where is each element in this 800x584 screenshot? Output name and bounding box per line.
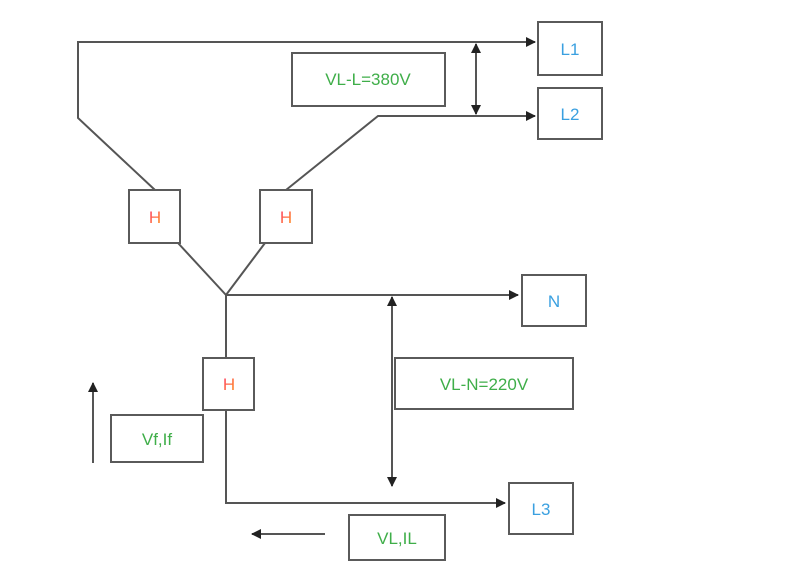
terminal-l2-label: L2 (561, 105, 580, 124)
terminal-l3-label: L3 (532, 500, 551, 519)
wire-left-heater-to-star (177, 242, 227, 296)
annotation-phase-label: Vf,If (142, 430, 173, 449)
terminal-n-label: N (548, 292, 560, 311)
heater-right: H (259, 189, 313, 244)
terminal-l1-label: L1 (561, 40, 580, 59)
terminal-n: N (521, 274, 587, 327)
annotation-line: VL,IL (348, 514, 446, 561)
wire-l1 (77, 37, 536, 191)
wire-l3 (225, 410, 506, 508)
terminal-l2: L2 (537, 87, 603, 140)
heater-bottom: H (202, 357, 255, 411)
terminal-l3: L3 (508, 482, 574, 535)
annotation-line-to-neutral: VL-N=220V (394, 357, 574, 410)
heater-left-label: H (149, 208, 161, 227)
heater-right-label: H (280, 208, 292, 227)
heater-left: H (128, 189, 181, 244)
annotation-line-to-neutral-label: VL-N=220V (440, 375, 529, 394)
annotation-phase: Vf,If (110, 414, 204, 463)
wires (77, 37, 536, 508)
heater-bottom-label: H (223, 375, 235, 394)
wire-l2 (285, 111, 536, 191)
annotation-line-label: VL,IL (377, 529, 417, 548)
annotation-line-to-line: VL-L=380V (291, 52, 446, 107)
annotation-line-to-line-label: VL-L=380V (325, 70, 411, 89)
wire-right-heater-to-star (225, 242, 266, 296)
terminal-l1: L1 (537, 21, 603, 76)
